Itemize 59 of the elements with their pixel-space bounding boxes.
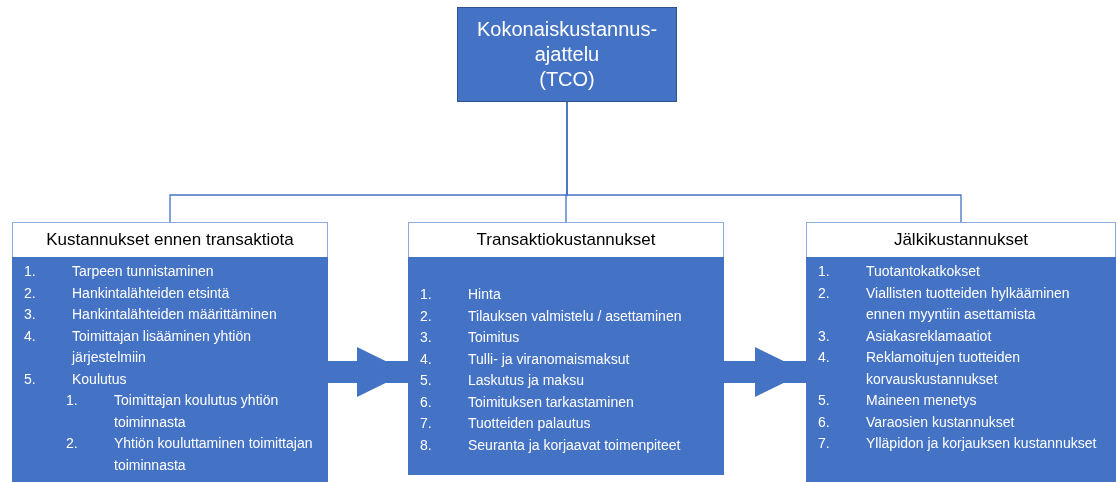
list-item: Tuotteiden palautus: [468, 414, 592, 433]
list-item: Hinta: [468, 285, 502, 304]
list-item: Maineen menetys: [866, 391, 978, 410]
list-item: Hankintalähteiden määrittäminen: [72, 305, 278, 324]
header-text: Transaktiokustannukset: [476, 230, 656, 250]
list-number: 1.: [420, 285, 433, 304]
list-number: 4.: [24, 326, 37, 346]
title-text: (TCO): [538, 67, 596, 92]
block-arrow: [328, 347, 408, 397]
list-item: Varaosien kustannukset: [866, 412, 1016, 432]
list-item: Seuranta ja korjaavat toimenpiteet: [468, 435, 682, 455]
header-box: [806, 222, 1116, 258]
list-number: 5.: [818, 391, 831, 410]
list-item: Toimittajan lisääminen yhtiön järjestelmiin: [72, 326, 252, 367]
list-number: 5.: [420, 371, 433, 390]
list-item: Toimittajan koulutus yhtiön toiminnasta: [114, 391, 280, 432]
list-item: Tilauksen valmistelu / asettaminen: [468, 306, 683, 326]
list-box: [12, 257, 328, 482]
list-item: Viallisten tuotteiden hylkääminen ennen myyntiin asettamista: [866, 283, 1071, 324]
list-number: 4.: [420, 349, 433, 369]
list-item: Koulutus: [72, 369, 128, 389]
block-arrow: [724, 347, 806, 397]
list-number: 6.: [420, 392, 433, 412]
list-item: Toimitus: [468, 328, 521, 347]
list-number: 2.: [420, 306, 433, 326]
title-text: Kokonaiskustannus- ajattelu: [475, 17, 659, 67]
list-item: Asiakasreklamaatiot: [866, 326, 993, 346]
list-item: Ylläpidon ja korjauksen kustannukset: [866, 434, 1098, 453]
list-box: [408, 257, 724, 475]
list-item: Tarpeen tunnistaminen: [72, 262, 215, 281]
list-item: Toimituksen tarkastaminen: [468, 392, 635, 412]
list-item: Laskutus ja maksu: [468, 371, 585, 390]
list-box: [806, 257, 1116, 482]
list-number: 6.: [818, 412, 831, 432]
list-item: Tulli- ja viranomaismaksut: [468, 349, 631, 369]
header-box: [12, 222, 328, 258]
list-number: 1.: [24, 262, 37, 281]
list-number: 3.: [818, 326, 831, 346]
list-item: Yhtiön kouluttaminen toimittajan toiminnasta: [114, 434, 314, 475]
list-number: 2.: [24, 283, 37, 303]
title-box: [457, 7, 677, 102]
list-number: 2.: [818, 283, 831, 303]
list-number: 1.: [818, 262, 831, 281]
header-text: Kustannukset ennen transaktiota: [46, 230, 294, 250]
header-text: Jälkikustannukset: [893, 230, 1029, 250]
list-number: 3.: [24, 305, 37, 324]
list-number: 4.: [818, 348, 831, 367]
list-number: 7.: [818, 434, 831, 453]
list-number: 1.: [66, 391, 79, 410]
list-item: Tuotantokatkokset: [866, 262, 981, 281]
list-number: 3.: [420, 328, 433, 347]
list-number: 5.: [24, 369, 37, 389]
header-box: [408, 222, 724, 258]
list-number: 8.: [420, 435, 433, 455]
connector-line: [566, 101, 962, 223]
list-item: Reklamoitujen tuotteiden korvauskustannukset: [866, 348, 1022, 389]
list-item: Hankintalähteiden etsintä: [72, 283, 231, 303]
list-number: 7.: [420, 414, 433, 433]
list-number: 2.: [66, 434, 79, 453]
